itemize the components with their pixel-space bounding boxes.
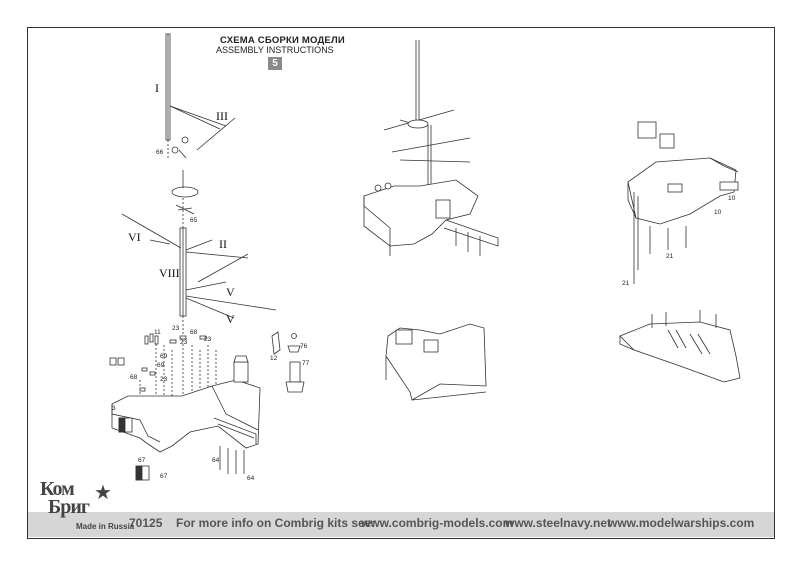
step-number-badge: 5 — [268, 57, 282, 70]
part-label-roman: VI — [128, 230, 141, 244]
combrig-logo: Ком Бриг ★ Made in Russia — [36, 478, 134, 538]
part-number: 65 — [190, 217, 198, 224]
part-number: 12 — [270, 355, 278, 362]
footer-kit-number: 70125 — [129, 516, 163, 530]
footer-band: 70125 For more info on Combrig kits see:… — [28, 512, 774, 537]
part-number: 11 — [154, 329, 161, 336]
part-number: 76 — [300, 343, 308, 350]
exploded-mast-assembly — [109, 33, 305, 481]
part-label-roman: V — [226, 312, 235, 326]
footer-link-combrig[interactable]: www.combrig-models.com — [361, 516, 514, 530]
part-number: 23 — [204, 336, 212, 343]
part-number: 66 — [156, 149, 164, 156]
part-number: 68 — [190, 329, 198, 336]
part-number: 23 — [180, 339, 188, 346]
part-number: 69 — [157, 362, 165, 369]
part-number: 67 — [160, 473, 168, 480]
part-number: 21 — [666, 253, 674, 260]
ladder-deck-view — [619, 310, 741, 383]
part-number: 3 — [112, 405, 116, 412]
title-english: ASSEMBLY INSTRUCTIONS — [216, 45, 334, 55]
deckhouse-view — [385, 323, 487, 401]
part-number: 67 — [138, 457, 146, 464]
title-russian: СХЕМА СБОРКИ МОДЕЛИ — [220, 35, 345, 46]
logo-line-2: Бриг — [48, 496, 90, 518]
bridge-deck-view — [627, 121, 739, 284]
footer-info-text: For more info on Combrig kits see: — [176, 516, 376, 530]
part-number: 10 — [714, 209, 722, 216]
part-label-roman: III — [216, 109, 228, 123]
part-label-roman: I — [155, 81, 159, 95]
part-number: 21 — [622, 280, 630, 287]
part-number: 69 — [160, 353, 168, 360]
footer-link-modelwarships[interactable]: www.modelwarships.com — [608, 516, 755, 530]
part-label-roman: V — [226, 285, 235, 299]
logo-made-in: Made in Russia — [76, 522, 135, 531]
part-label-roman: VIII — [159, 266, 180, 280]
part-number: 64 — [212, 457, 220, 464]
star-icon: ★ — [94, 482, 112, 504]
assembled-mast-view — [363, 40, 499, 256]
footer-link-steelnavy[interactable]: www.steelnavy.net — [505, 516, 612, 530]
part-number: 23 — [160, 376, 168, 383]
instruction-sheet-frame — [27, 27, 775, 539]
part-number: 23 — [172, 325, 180, 332]
part-number: 64 — [247, 475, 255, 482]
part-number: 10 — [728, 195, 736, 202]
part-number: 68 — [130, 374, 138, 381]
logo-line-1: Ком — [40, 478, 75, 500]
part-label-roman: II — [219, 237, 227, 251]
part-number: 77 — [302, 360, 310, 367]
